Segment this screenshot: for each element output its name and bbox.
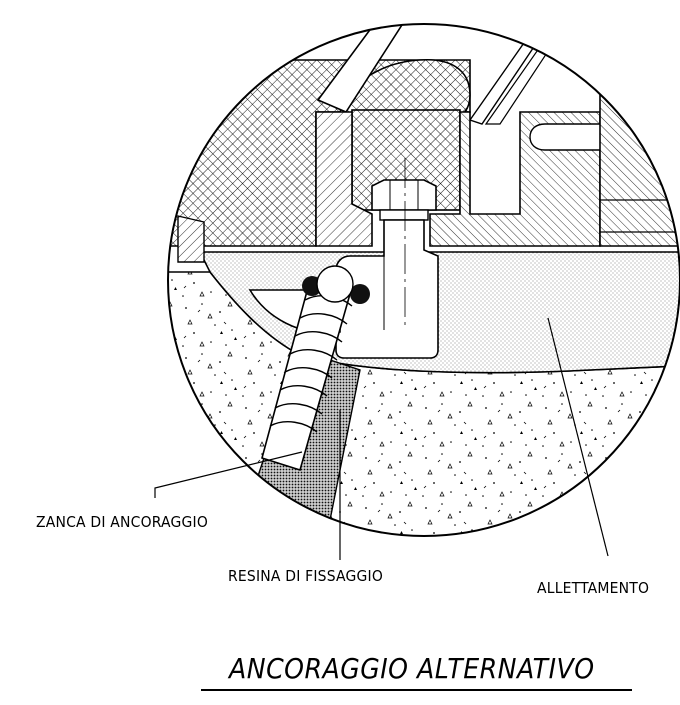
steel-profile-slot (529, 123, 621, 151)
detail-section (168, 24, 680, 536)
pavement-block-right (599, 59, 680, 247)
leader-allettamento (547, 317, 609, 557)
joint-profile-rib-2 (484, 24, 568, 125)
bolt-washer (379, 209, 429, 221)
label-resina: RESINA DI FISSAGGIO (228, 567, 383, 585)
label-zanca: ZANCA DI ANCORAGGIO (36, 513, 208, 531)
leader-lines (154, 317, 609, 560)
edge-cap (177, 215, 205, 263)
weld-bead-right (350, 284, 370, 304)
steel-angle-left (315, 111, 373, 247)
label-allettamento: ALLETTAMENTO (537, 579, 649, 597)
leader-zanca (154, 451, 303, 498)
anchor-plate (335, 219, 439, 359)
detail-circle (167, 23, 680, 537)
bolt-head (371, 179, 437, 211)
drawing-title: ANCORAGGIO ALTERNATIVO (227, 652, 595, 685)
joint-profile-left (316, 24, 420, 114)
